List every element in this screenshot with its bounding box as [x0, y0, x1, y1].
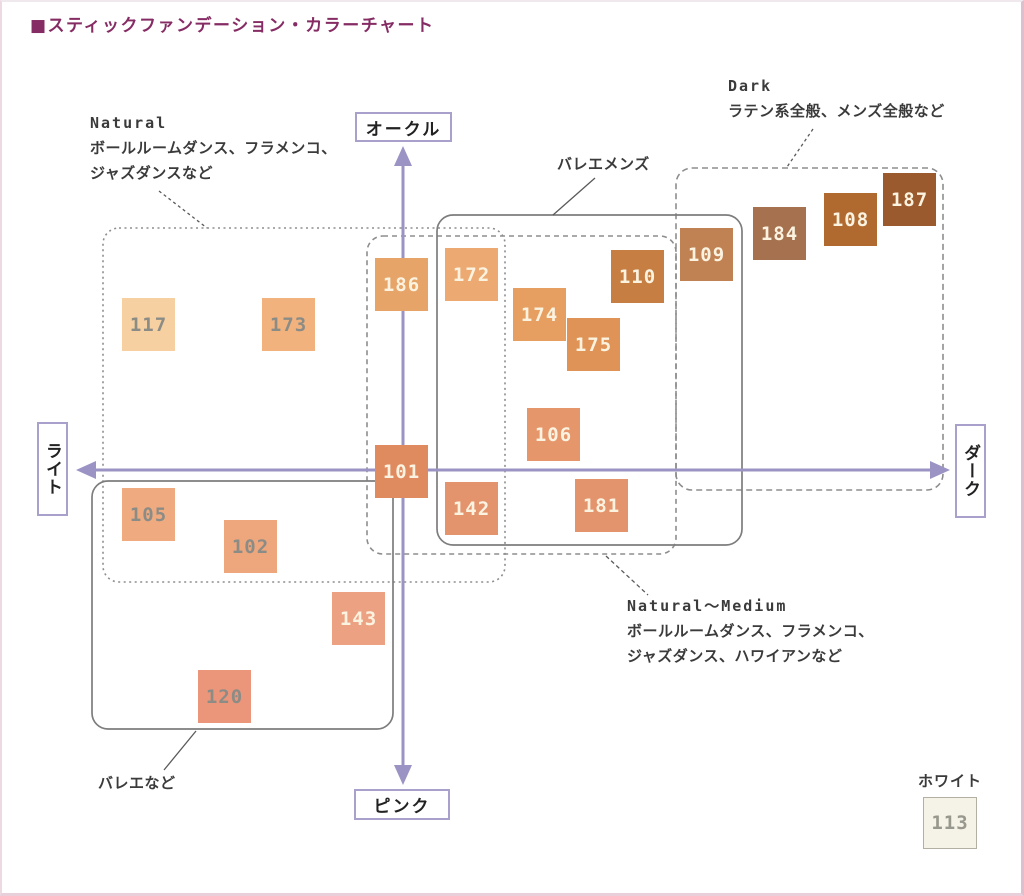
axis-label-light: ライト	[37, 422, 68, 516]
color-swatch-113: 113	[923, 797, 977, 849]
page-title: ■スティックファンデーション・カラーチャート	[30, 16, 435, 36]
color-swatch-117: 117	[122, 298, 175, 351]
natural-medium-label: Natural〜Medium ボールルームダンス、フラメンコ、ジャズダンス、ハワイ…	[627, 594, 874, 669]
white-swatch-caption: ホワイト	[918, 772, 983, 790]
arrow-right-icon	[930, 461, 950, 479]
color-swatch-174: 174	[513, 288, 566, 341]
arrow-up-icon	[394, 146, 412, 166]
color-swatch-108: 108	[824, 193, 877, 246]
dark-label-line: Dark	[728, 77, 773, 95]
color-swatch-143: 143	[332, 592, 385, 645]
ballet-pointer	[163, 730, 197, 771]
axis-label-dark: ダーク	[955, 424, 986, 518]
arrow-down-icon	[394, 765, 412, 785]
arrow-left-icon	[76, 461, 96, 479]
color-swatch-173: 173	[262, 298, 315, 351]
natural-label: Natural ボールルームダンス、フラメンコ、ジャズダンスなど	[90, 111, 337, 186]
natural-medium-label-line: ジャズダンス、ハワイアンなど	[627, 647, 843, 665]
color-swatch-184: 184	[753, 207, 806, 260]
natural-label-line: ボールルームダンス、フラメンコ、	[90, 139, 337, 157]
dark-label: Dark ラテン系全般、メンズ全般など	[728, 74, 945, 124]
color-swatch-106: 106	[527, 408, 580, 461]
color-swatch-186: 186	[375, 258, 428, 311]
axis-label-pink: ピンク	[354, 789, 450, 820]
natural-region	[102, 227, 506, 583]
axis-label-ochre: オークル	[355, 112, 452, 142]
color-swatch-102: 102	[224, 520, 277, 573]
dark-region	[675, 167, 944, 491]
natural-medium-pointer	[605, 555, 649, 596]
color-swatch-181: 181	[575, 479, 628, 532]
ballet-mens-label-line: バレエメンズ	[557, 155, 650, 173]
ballet-region	[91, 480, 394, 730]
color-swatch-187: 187	[883, 173, 936, 226]
ballet-mens-label: バレエメンズ	[557, 152, 650, 177]
color-swatch-175: 175	[567, 318, 620, 371]
color-swatch-110: 110	[611, 250, 664, 303]
dark-pointer	[786, 128, 814, 168]
color-swatch-120: 120	[198, 670, 251, 723]
natural-medium-label-line: ボールルームダンス、フラメンコ、	[627, 622, 874, 640]
color-swatch-172: 172	[445, 248, 498, 301]
color-swatch-109: 109	[680, 228, 733, 281]
ballet-label-line: バレエなど	[98, 774, 176, 792]
ballet-mens-pointer	[552, 177, 596, 216]
natural-pointer	[158, 190, 208, 229]
color-swatch-101: 101	[375, 445, 428, 498]
natural-label-line: Natural	[90, 114, 168, 132]
ballet-label: バレエなど	[98, 771, 176, 796]
dark-label-line: ラテン系全般、メンズ全般など	[728, 102, 945, 120]
color-swatch-105: 105	[122, 488, 175, 541]
ballet-mens-region	[436, 214, 743, 546]
color-swatch-142: 142	[445, 482, 498, 535]
natural-medium-label-line: Natural〜Medium	[627, 597, 788, 615]
natural-label-line: ジャズダンスなど	[90, 164, 213, 182]
